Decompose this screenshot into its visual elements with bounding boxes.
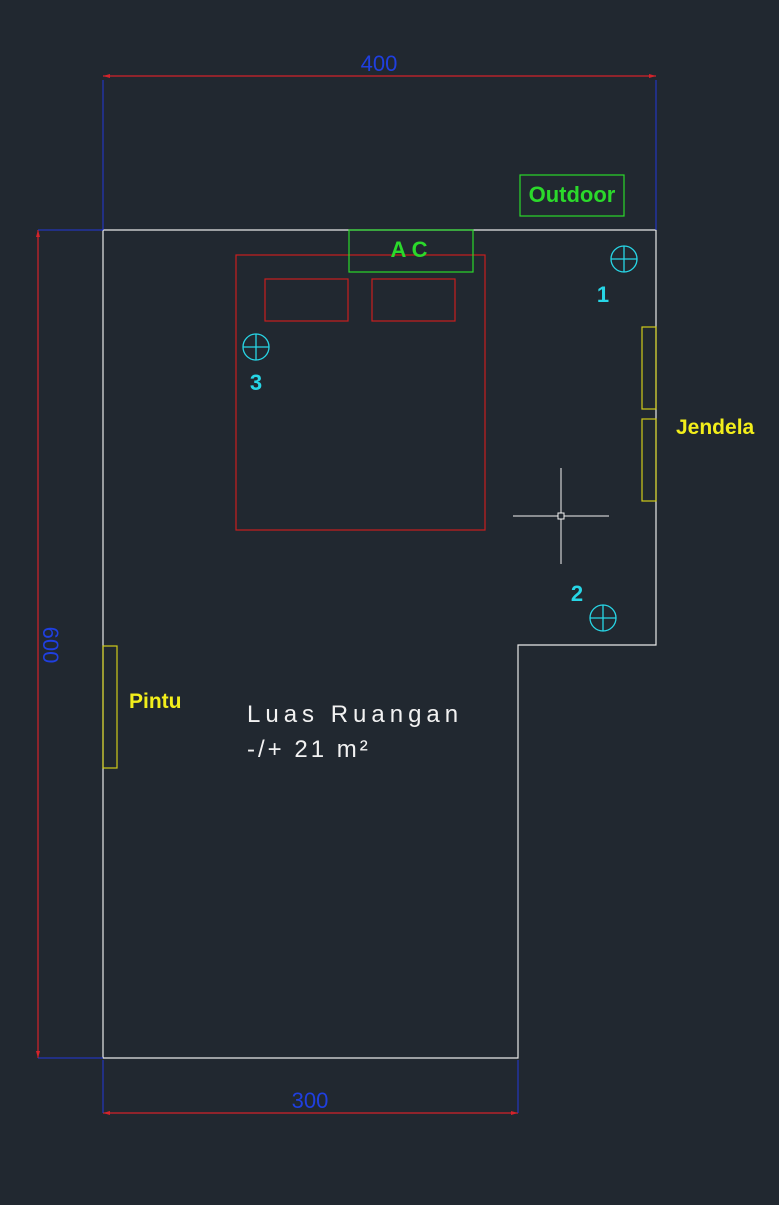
outdoor-label: Outdoor <box>529 182 616 207</box>
left-dimension-label: 600 <box>38 627 63 664</box>
bottom-dimension-label: 300 <box>292 1088 329 1113</box>
lamp-2: 2 <box>571 581 617 632</box>
ac-unit <box>348 229 474 273</box>
left-dimension: 600 <box>36 229 103 1059</box>
lamp-3-number: 3 <box>250 370 262 395</box>
door-label: Pintu <box>129 690 182 713</box>
lamp-1-number: 1 <box>597 282 609 307</box>
lamp-2-number: 2 <box>571 581 583 606</box>
outdoor-unit <box>519 174 625 217</box>
bed <box>235 254 486 531</box>
ac-label: A C <box>390 237 427 262</box>
lamp-3: 3 <box>242 333 270 395</box>
window-label: Jendela <box>676 416 755 439</box>
room-wall-outline <box>102 229 657 1059</box>
pillow-right <box>371 278 456 322</box>
window-panel-upper <box>641 326 657 410</box>
area-title: Luas Ruangan <box>247 701 463 728</box>
lamp-1: 1 <box>597 245 638 307</box>
crosshair-cursor-icon <box>513 468 609 564</box>
top-dimension-label: 400 <box>361 51 398 76</box>
door <box>102 645 118 769</box>
window-panel-lower <box>641 418 657 502</box>
area-value: -/+ 21 m² <box>247 736 371 763</box>
bottom-dimension: 300 <box>102 1060 519 1115</box>
pillow-left <box>264 278 349 322</box>
top-dimension: 400 <box>102 51 657 230</box>
